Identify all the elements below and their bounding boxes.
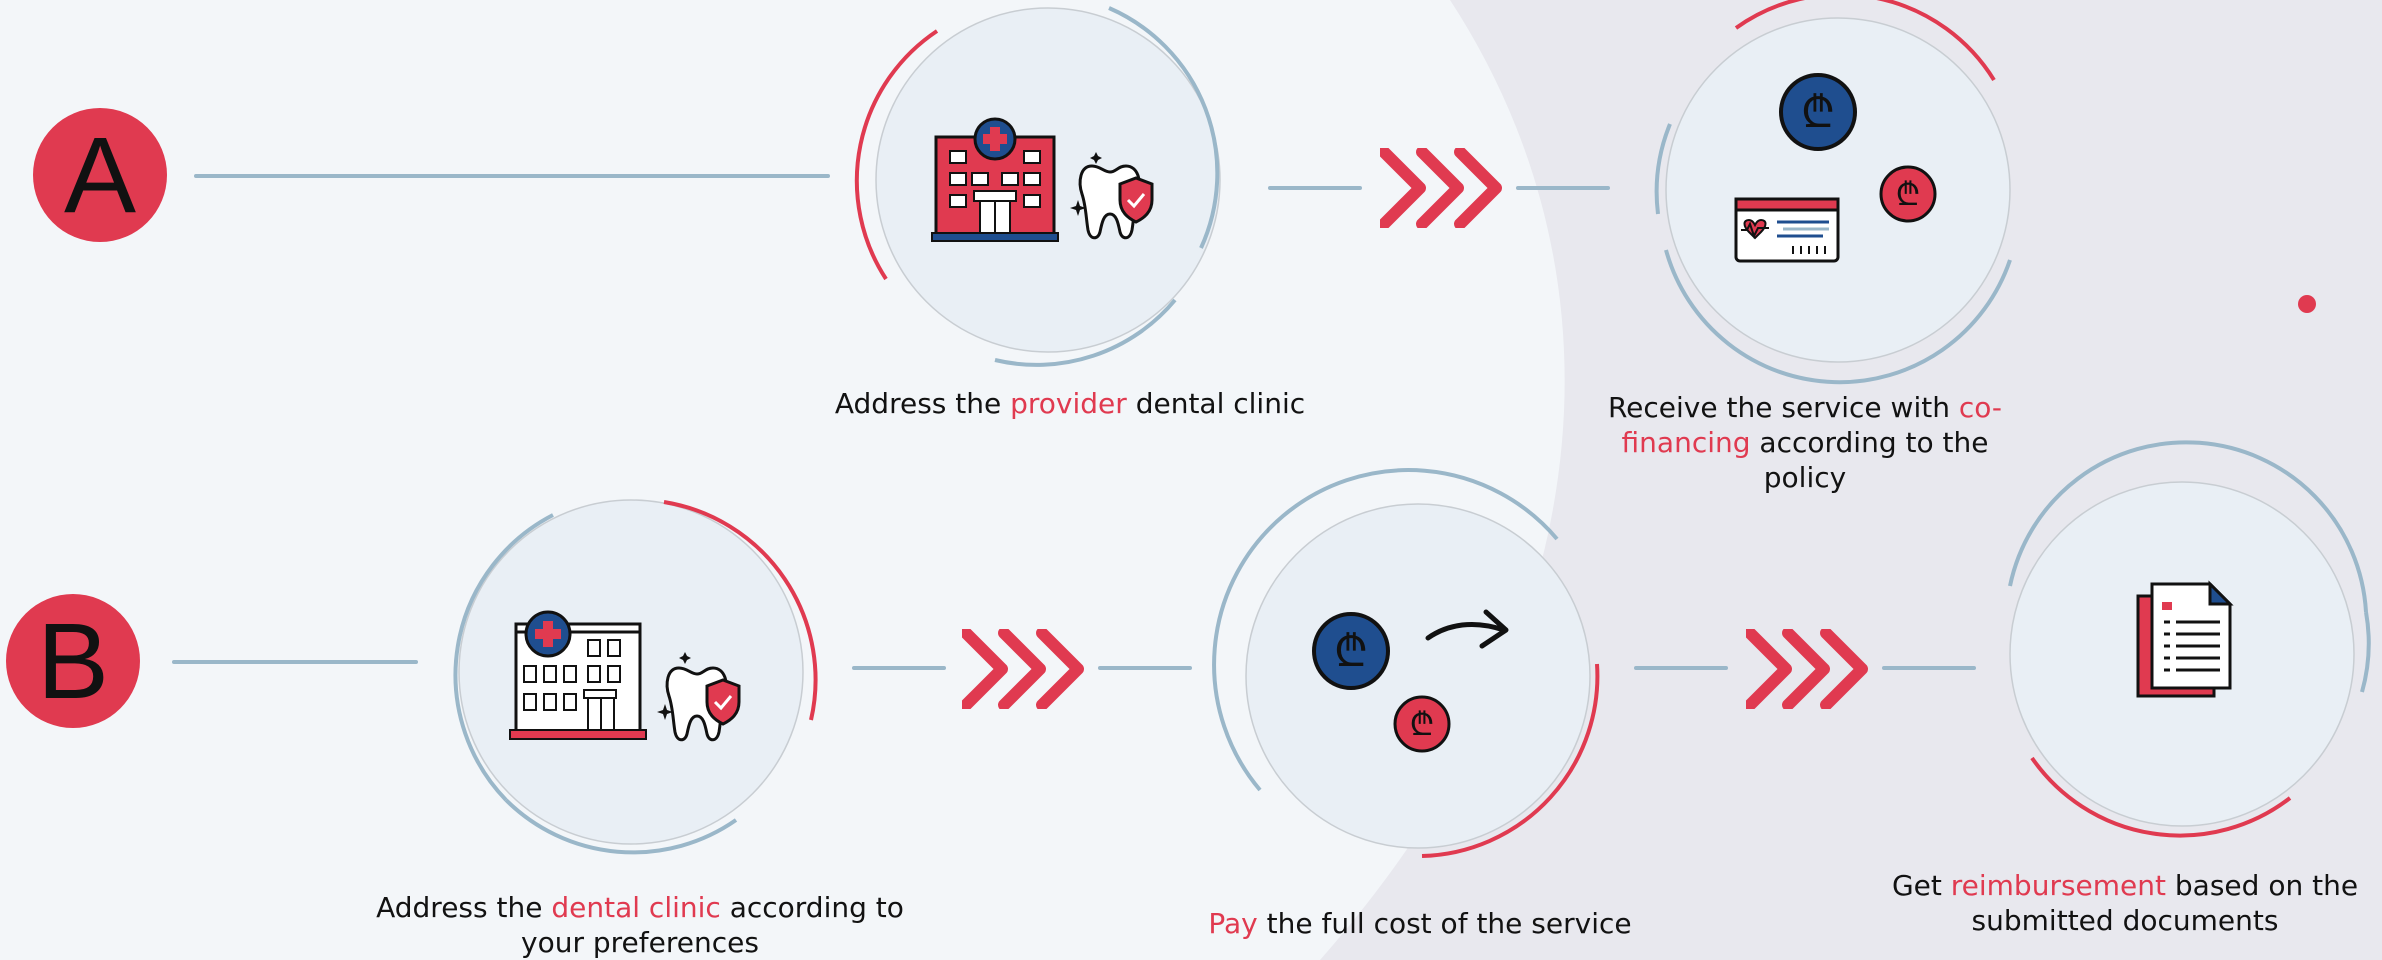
documents-icon [2136,580,2234,698]
step-b2-node: ₾ ₾ [1212,468,1622,864]
route-b-connector [172,660,418,664]
step-a2-caption: Receive the service with co-financing ac… [1607,391,2003,494]
step-a1-node [850,0,1230,370]
chevrons-icon [1380,148,1502,228]
lari-coin-icon: ₾ [1879,165,1937,223]
step-b3-node [1990,440,2382,852]
step-b2-caption: Pay the full cost of the service [1208,907,1632,940]
route-a-connector [194,174,830,178]
step-b3-caption: Get reimbursement based on the submitted… [1891,869,2359,937]
hospital-icon [931,117,1059,242]
decorative-dot [2298,295,2316,313]
chevrons-icon [962,629,1084,709]
route-a-badge: A [33,108,167,242]
tooth-shield-icon [657,652,741,742]
arrow-right-icon [1425,609,1509,649]
connector-b2-left [1634,666,1728,670]
connector-b1-left [852,666,946,670]
route-b-badge: B [6,594,140,728]
chevrons-icon [1746,629,1868,709]
step-b1-caption: Address the dental clinic according to y… [376,891,904,959]
connector-a1-left [1268,186,1362,190]
step-b1-node [436,490,836,860]
lari-coin-icon: ₾ [1779,73,1857,151]
svg-text:₾: ₾ [1801,87,1835,138]
tooth-shield-icon [1070,152,1154,240]
hospital-icon [509,610,647,740]
lari-coin-icon: ₾ [1312,612,1390,690]
svg-text:₾: ₾ [1334,626,1368,677]
insurance-card-icon [1734,197,1840,263]
step-a2-node: ₾ ₾ [1640,0,2040,385]
step-a1-caption: Address the provider dental clinic [834,387,1306,420]
svg-text:₾: ₾ [1410,705,1435,743]
lari-coin-icon: ₾ [1393,695,1451,753]
svg-text:₾: ₾ [1896,175,1921,213]
connector-b2-right [1882,666,1976,670]
connector-a1-right [1516,186,1610,190]
connector-b1-right [1098,666,1192,670]
